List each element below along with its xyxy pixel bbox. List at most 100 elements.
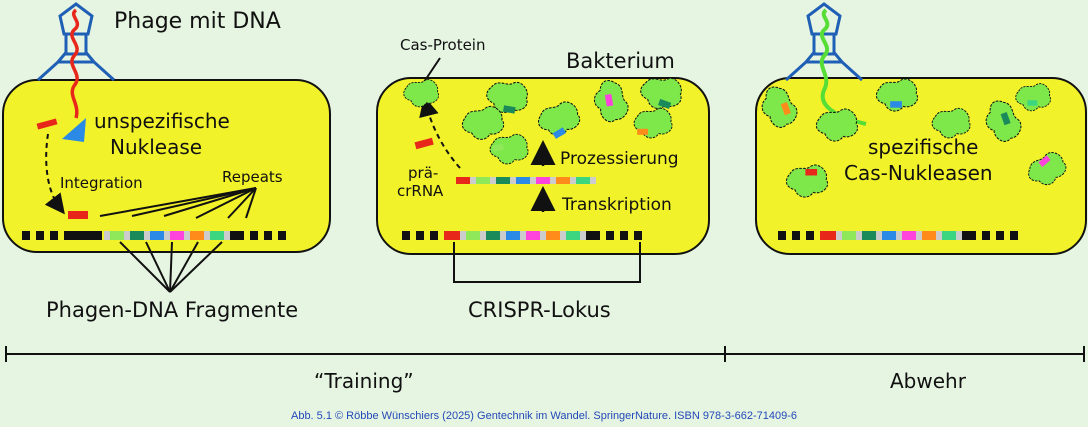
cas-guide-rna (604, 93, 614, 107)
cas-protein-icon (785, 164, 828, 198)
precrrna-label-line1: prä- (408, 164, 438, 182)
dna-segment (856, 231, 862, 240)
repeat-pointer-lines (99, 187, 257, 219)
precrrna-segment (576, 177, 590, 184)
phage-icon (784, 2, 867, 126)
cas-protein-body (761, 86, 798, 128)
precrrna-segment (510, 177, 516, 184)
cas-protein-icon (633, 107, 673, 139)
dna-segment (560, 231, 566, 240)
dna-segment (64, 231, 102, 240)
dna-segment (500, 231, 506, 240)
dna-segment (250, 231, 258, 240)
specific-label-line1: spezifische (868, 135, 978, 159)
dna-segment (936, 231, 942, 240)
cas-protein-body (640, 77, 682, 109)
dna-segment (480, 231, 486, 240)
integration-label: Integration (60, 174, 143, 192)
dna-segment (444, 231, 460, 240)
cas-guide-rna (552, 127, 567, 139)
cas-protein-icon (761, 86, 798, 128)
dna-segment (942, 231, 956, 240)
dna-segment (526, 231, 540, 240)
dna-segment (164, 231, 170, 240)
dna-segment (862, 231, 876, 240)
dna-segment (792, 231, 800, 240)
dna-segment (150, 231, 164, 240)
dna-segment (566, 231, 580, 240)
cas-protein-body (1015, 83, 1051, 112)
cas-proteins (403, 77, 1067, 198)
cas-protein-body (1028, 152, 1067, 186)
cas-guide-rna (780, 101, 791, 116)
transcription-label: Transkription (561, 195, 672, 215)
cas-guide-rna (1038, 155, 1051, 167)
dna-segment (124, 231, 130, 240)
dna-segment (104, 231, 110, 240)
dna-segment (580, 231, 586, 240)
dna-segment (520, 231, 526, 240)
precrrna-segment (470, 177, 476, 184)
dna-segment (416, 231, 424, 240)
precrrna-segment (556, 177, 570, 184)
cas-guide-rna (890, 101, 902, 108)
phage-label: Phage mit DNA (114, 9, 281, 34)
precrrna-segment (476, 177, 490, 184)
repeats-label: Repeats (222, 168, 283, 186)
figure-caption: Abb. 5.1 © Röbbe Wünschiers (2025) Gente… (291, 410, 797, 422)
cas-protein-body (461, 105, 505, 140)
precrrna-segment (496, 177, 510, 184)
crispr-bracket (453, 242, 641, 283)
cas-protein-icon (461, 105, 505, 140)
dna-segment (230, 231, 244, 240)
cas-protein-body (489, 133, 529, 165)
dna-segment (882, 231, 896, 240)
fragment-pointer-lines (119, 241, 223, 293)
crispr-locus-label: CRISPR-Lokus (468, 298, 611, 322)
defense-label: Abwehr (890, 369, 967, 393)
training-label: “Training” (314, 369, 414, 393)
specific-label-line2: Cas-Nukleasen (844, 161, 993, 185)
dna-segment (110, 231, 124, 240)
cas-guide-rna (637, 128, 648, 135)
timeline (5, 346, 1085, 362)
dna-segment (546, 231, 560, 240)
dna-segment (264, 231, 272, 240)
dna-segment (144, 231, 150, 240)
dna-segment (916, 231, 922, 240)
dna-segment (876, 231, 882, 240)
cas-protein-body (538, 101, 581, 137)
dna-segment (204, 231, 210, 240)
cas-protein-icon (875, 78, 918, 112)
precrrna-red-piece (414, 137, 434, 150)
dna-segment (466, 231, 480, 240)
dna-segment (778, 231, 786, 240)
precrrna-segment (590, 177, 596, 184)
dna-segment (1010, 231, 1018, 240)
dna-segment (430, 231, 438, 240)
cas-protein-icon (403, 79, 439, 108)
bacterium-label: Bakterium (566, 49, 675, 73)
cas-protein-body (403, 79, 439, 108)
dna-segment (806, 231, 814, 240)
dna-segment (922, 231, 936, 240)
dna-segment (896, 231, 902, 240)
cas-guide-rna (1000, 112, 1011, 126)
phage-icon (36, 2, 116, 119)
cell-1 (2, 79, 331, 253)
dna-segment (184, 231, 190, 240)
dna-segment (36, 231, 44, 240)
phage-dna-fragment (36, 118, 58, 130)
cas-protein-icon (1028, 152, 1067, 186)
dna-segment (210, 231, 224, 240)
dna-segment (836, 231, 842, 240)
precrrna-label-line2: crRNA (397, 182, 444, 200)
cas-protein-icon (489, 133, 529, 165)
cas-guide-rna (657, 98, 672, 109)
nuclease-label-line2: Nuklease (110, 135, 202, 159)
dna-segment (460, 231, 466, 240)
cas-protein-body (486, 81, 528, 113)
cas-protein-body (875, 78, 918, 112)
